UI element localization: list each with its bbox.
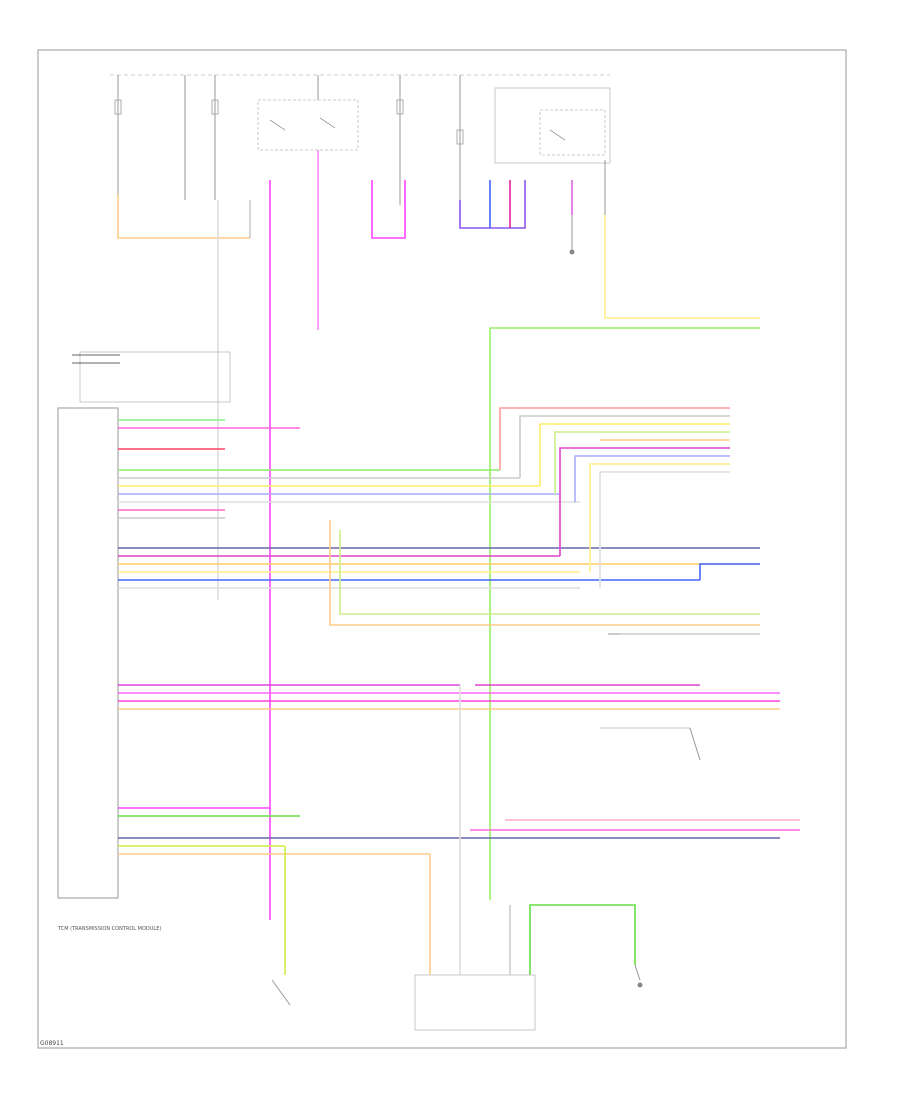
right-harness: [329, 407, 800, 831]
module-label: TCM (TRANSMISSION CONTROL MODULE): [57, 926, 161, 932]
tcm-harness: [118, 419, 780, 855]
fuse-block: [114, 75, 611, 255]
tcm-module: TCM (TRANSMISSION CONTROL MODULE): [57, 351, 231, 932]
footer-code: G08911: [40, 1040, 64, 1047]
top-wires: [117, 150, 760, 920]
bottom-connectors: [271, 633, 701, 1031]
diagram-frame: [37, 49, 847, 1049]
